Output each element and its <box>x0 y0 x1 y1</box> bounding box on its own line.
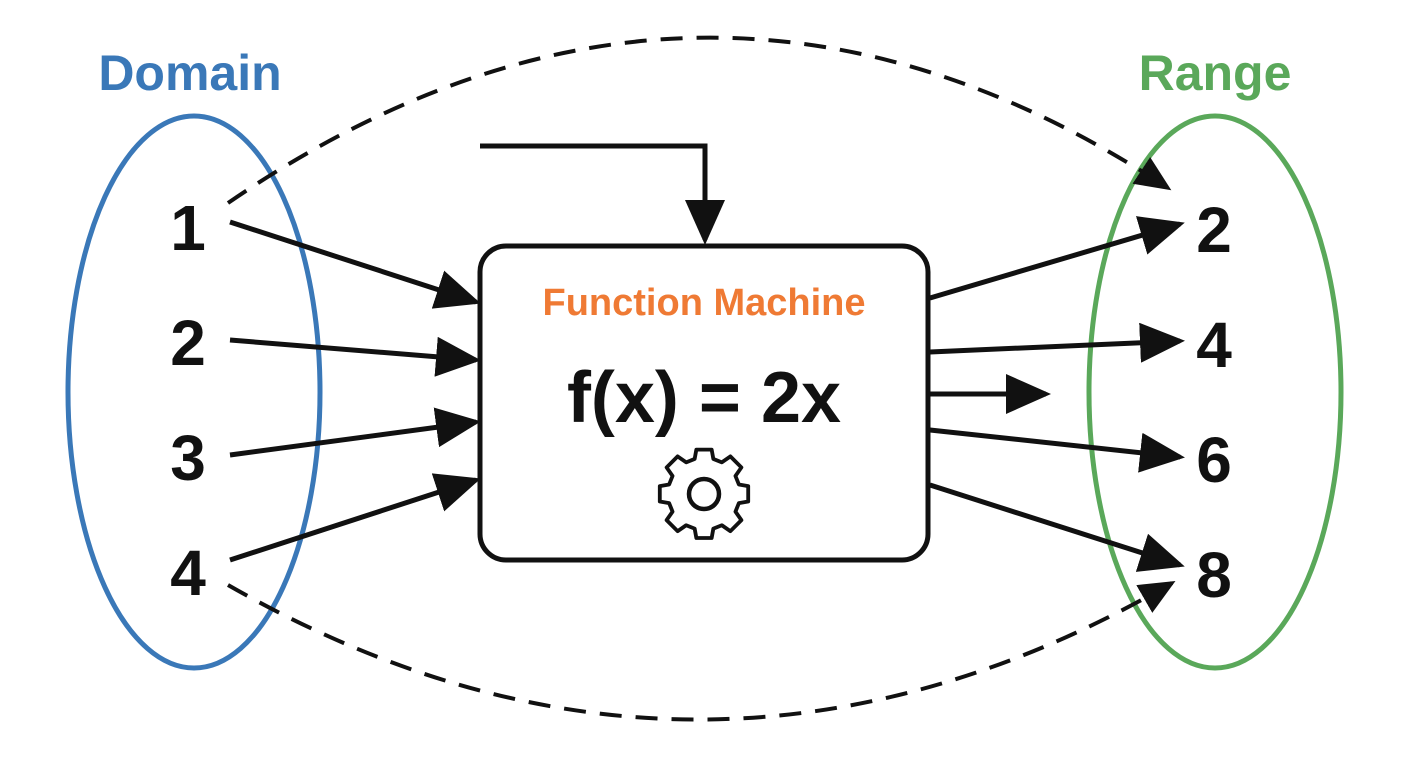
input-arrow-2 <box>229 336 481 377</box>
machine-box <box>477 243 931 563</box>
output-arrow-2 <box>929 322 1185 363</box>
output-arrow-4 <box>929 482 1185 572</box>
output-arrow-1 <box>929 216 1185 301</box>
domain-element: 4 <box>170 537 206 609</box>
domain-element: 1 <box>170 192 206 264</box>
domain-element: 3 <box>170 422 206 494</box>
range-element: 2 <box>1196 194 1232 266</box>
gear-icon <box>657 447 751 540</box>
range-title: Range <box>1139 45 1292 101</box>
domain-title: Domain <box>98 45 281 101</box>
range-ellipse <box>1086 113 1344 671</box>
input-arrow-1 <box>229 219 481 309</box>
range-element: 6 <box>1196 424 1232 496</box>
dashed-arc-bottom <box>227 581 1176 722</box>
machine-formula: f(x) = 2x <box>567 358 841 438</box>
range-element: 4 <box>1196 309 1232 381</box>
range-element: 8 <box>1196 539 1232 611</box>
output-arrow-3 <box>929 427 1185 473</box>
dashed-arc-top <box>226 35 1172 205</box>
machine-title: Function Machine <box>543 282 866 324</box>
domain-element: 2 <box>170 307 206 379</box>
input-arrow-3 <box>229 407 481 458</box>
input-arrow-4 <box>229 473 481 563</box>
domain-ellipse <box>65 113 323 671</box>
top-input-arrow <box>480 143 725 245</box>
